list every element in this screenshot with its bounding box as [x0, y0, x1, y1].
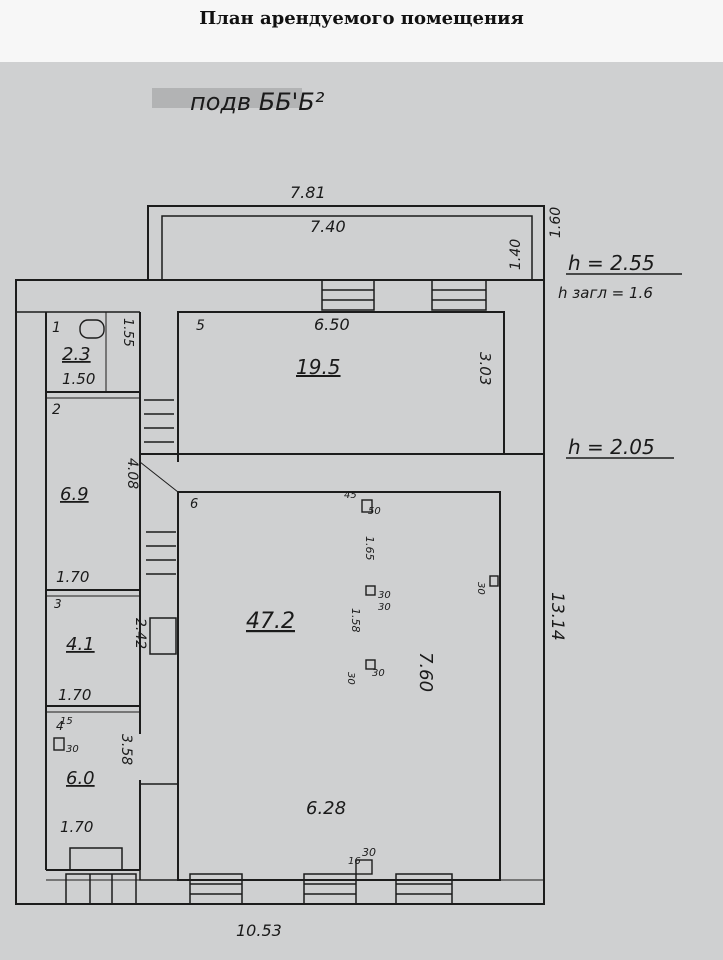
annex-depth-inner: 1.40	[508, 239, 524, 270]
col-label-4: 30	[378, 590, 391, 601]
room-5-dim-a: 6.50	[314, 315, 350, 334]
column-5	[355, 859, 373, 875]
room-6-walls	[177, 491, 501, 881]
pier	[139, 783, 179, 881]
outer-length: 10.53	[236, 921, 282, 940]
room-4-dim-b: 3.58	[118, 734, 134, 765]
room-6-dim-a: 6.28	[306, 798, 346, 819]
document-header: План арендуемого помещения	[0, 0, 723, 62]
room-4-number: 4	[56, 719, 64, 733]
col-label-7: 30	[475, 582, 486, 595]
room-1-area: 2.3	[62, 344, 91, 365]
room-1-dim-a: 1.50	[62, 370, 95, 388]
room-5-area: 19.5	[296, 355, 341, 379]
outer-width: 13.14	[547, 592, 567, 641]
annex-inner-wall	[161, 215, 533, 281]
room-4-area: 6.0	[66, 768, 95, 789]
room-6-number: 6	[190, 497, 198, 512]
window-bottom-left	[65, 873, 137, 905]
document-title: План арендуемого помещения	[199, 8, 524, 29]
room-4-dim-a: 1.70	[60, 818, 93, 836]
room-2-number: 2	[52, 402, 61, 418]
col-label-1: 45	[344, 490, 357, 501]
window-top-1	[321, 279, 375, 311]
col-label-11: 30	[362, 846, 376, 859]
col-label-10: 16	[348, 856, 361, 867]
toilet-fixture	[79, 319, 105, 339]
col-label-9: 30	[372, 668, 385, 679]
stamp-text: подв ББ'Б²	[190, 88, 325, 116]
annotations: 7.81 7.40 1.40 1.60 h = 2.55 h загл = 1.…	[52, 183, 682, 940]
room-5-dim-b: 3.03	[476, 352, 494, 385]
window-bottom-1	[189, 873, 243, 905]
window-bottom-2	[303, 873, 357, 905]
annex-length-inner: 7.40	[310, 217, 346, 236]
annex-outer-wall	[147, 205, 545, 281]
outer-wall	[15, 279, 545, 905]
floor-plan: подв ББ'Б²	[15, 88, 682, 940]
room-1-number: 1	[52, 320, 61, 336]
annex-length-outer: 7.81	[290, 183, 326, 202]
col-label-2: 50	[368, 506, 381, 517]
corridor-joint	[139, 461, 179, 493]
stairs	[144, 399, 177, 655]
room-3-dim-a: 1.70	[58, 686, 91, 704]
column-3	[365, 659, 376, 670]
room-3-dim-b: 2.42	[132, 618, 148, 649]
column-room4	[53, 737, 65, 751]
room-2-dim-b: 4.08	[124, 458, 140, 489]
room-5-number: 5	[196, 318, 205, 334]
col-label-13: 30	[66, 744, 79, 755]
col-label-3: 1.65	[363, 536, 376, 561]
window-top-2	[431, 279, 487, 311]
room-3-number: 3	[54, 597, 62, 611]
height-note-3: h = 2.05	[568, 435, 655, 459]
room-3-area: 4.1	[66, 634, 95, 655]
walls	[15, 205, 545, 905]
column-4	[489, 575, 499, 587]
height-note-1: h = 2.55	[568, 251, 655, 275]
room-1-dim-b: 1.55	[120, 318, 135, 347]
height-note-2: h загл = 1.6	[558, 284, 653, 302]
floor-plan-sheet: подв ББ'Б²	[0, 62, 723, 960]
col-label-6: 1.58	[349, 608, 362, 633]
column-2	[365, 585, 376, 596]
room-2-dim-a: 1.70	[56, 568, 89, 586]
annex-depth-outer: 1.60	[548, 207, 564, 238]
col-label-5: 30	[378, 602, 391, 613]
room-6-area: 47.2	[246, 609, 295, 634]
windows	[65, 279, 487, 905]
col-label-8: 30	[345, 672, 356, 685]
column-1	[361, 499, 373, 513]
room-2-area: 6.9	[60, 484, 89, 505]
col-label-12: 15	[60, 716, 73, 727]
room-6-dim-b: 7.60	[415, 652, 436, 692]
columns	[53, 319, 499, 875]
bath-fixture	[69, 847, 123, 871]
stamp-smudge	[152, 88, 302, 108]
window-bottom-3	[395, 873, 453, 905]
